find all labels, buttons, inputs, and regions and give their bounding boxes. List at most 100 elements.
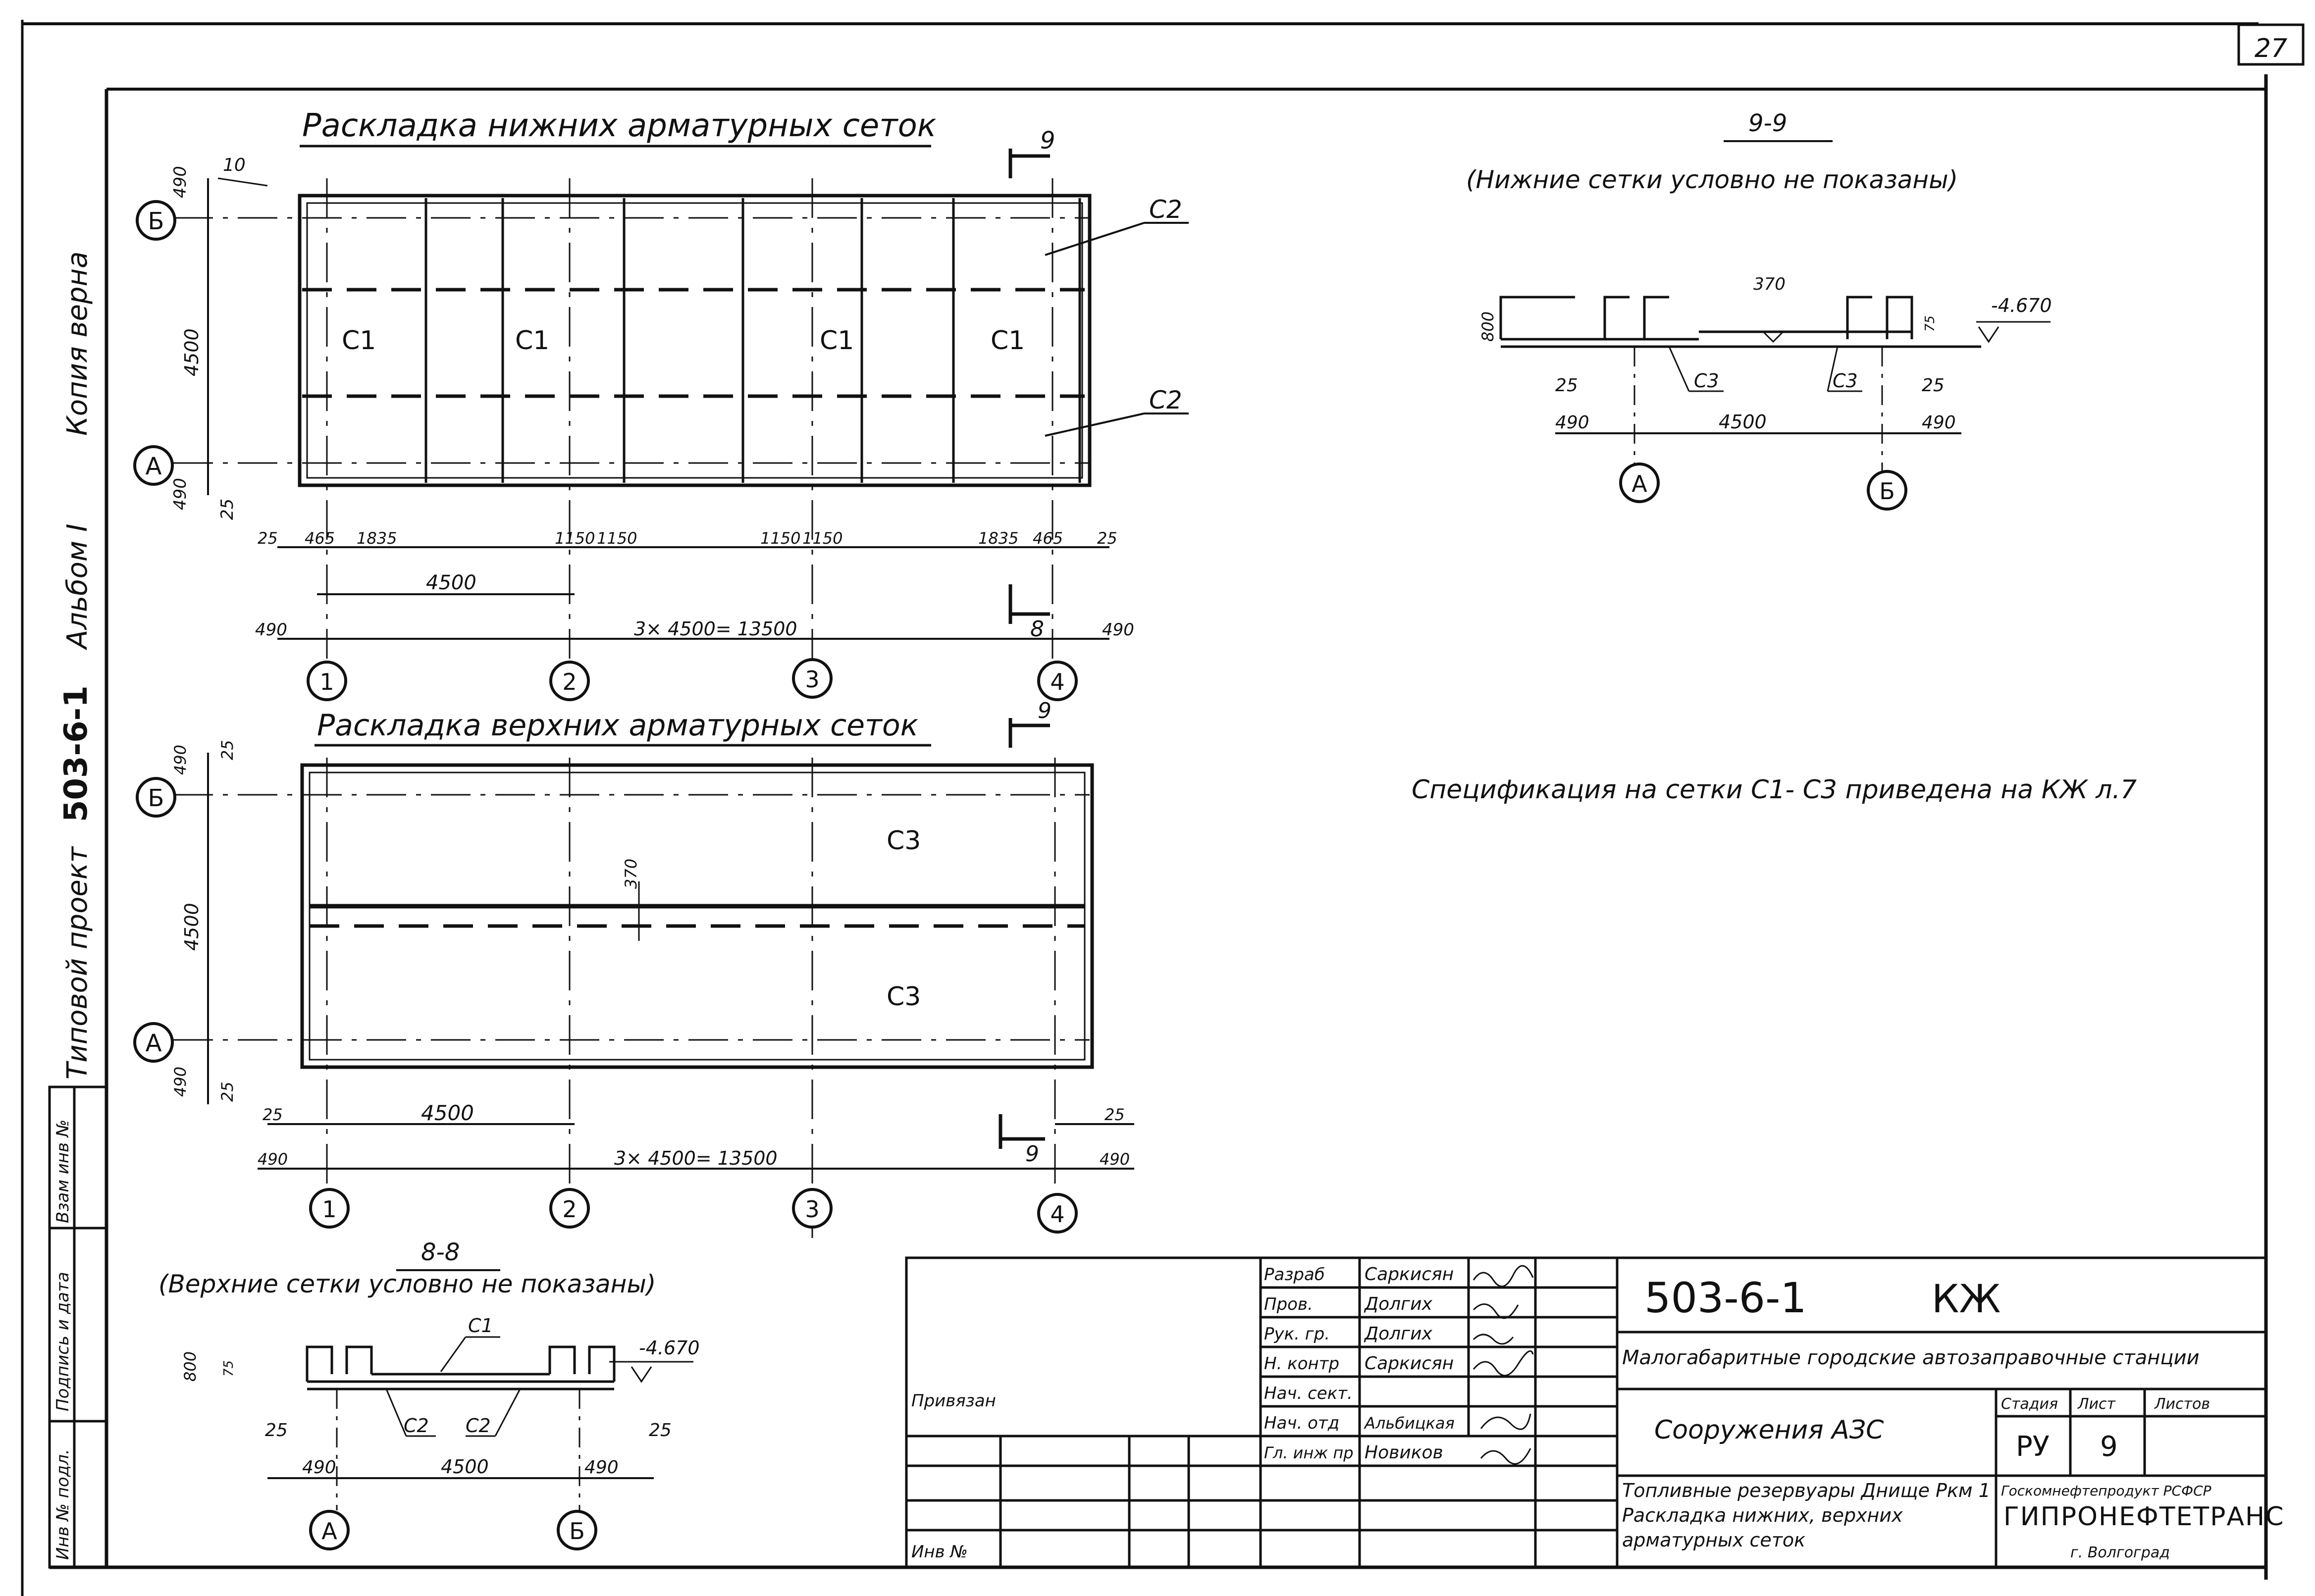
- role-label: Нач. отд: [1264, 1413, 1339, 1433]
- sheet-title: Топливные резервуары Днище Ркм 1 Расклад…: [1622, 1480, 1991, 1551]
- copy-note: Копия верна: [61, 252, 94, 436]
- dim-total: 3× 4500= 13500: [634, 618, 797, 640]
- mesh-label: С1: [342, 326, 376, 356]
- axis-label: А: [1631, 470, 1647, 497]
- section-dim: 4500: [1719, 411, 1767, 433]
- stage-label: Стадия: [2001, 1395, 2058, 1413]
- dim-label: 465: [1033, 529, 1063, 548]
- album-label: Альбом I: [61, 524, 94, 650]
- dim-label: 25: [218, 740, 237, 760]
- org-city: г. Волгоград: [2070, 1544, 2170, 1561]
- project-name: Малогабаритные городские автозаправочные…: [1622, 1346, 2200, 1369]
- dim-label: 465: [305, 529, 335, 548]
- spec-note: Спецификация на сетки С1- С3 приведена н…: [1412, 775, 2137, 805]
- axis-label: А: [146, 1030, 162, 1057]
- mesh-label: С1: [820, 326, 854, 356]
- column-axes-upper: [309, 1188, 1078, 1234]
- role-name: Долгих: [1364, 1294, 1432, 1314]
- role-name: Саркисян: [1365, 1353, 1454, 1374]
- role-name: Саркисян: [1365, 1264, 1454, 1285]
- dim-label: 1150: [802, 529, 842, 548]
- dim-end: 490: [1102, 620, 1134, 640]
- dim-label: 1835: [357, 529, 397, 548]
- section-dim: 490: [302, 1457, 336, 1478]
- signatures: [1473, 1265, 1534, 1465]
- section-label: С1: [468, 1315, 493, 1337]
- axis-label: 4: [1050, 669, 1064, 695]
- axis-label: 1: [319, 669, 334, 695]
- section-mark: 8: [1030, 617, 1044, 642]
- role-name: Долгих: [1364, 1324, 1432, 1344]
- section-note: (Нижние сетки условно не показаны): [1466, 165, 1958, 194]
- org-name: ГИПРОНЕФТЕТРАНС: [2003, 1502, 2284, 1532]
- dim-total: 3× 4500= 13500: [614, 1147, 778, 1169]
- project-label: Типовой проект: [61, 846, 94, 1080]
- axis-label: Б: [148, 784, 164, 812]
- dim-end: 25: [1105, 1105, 1125, 1124]
- plan-upper-meshes: Раскладка верхних арматурных сеток С3 С3…: [133, 698, 1134, 1238]
- section-label: С2: [466, 1415, 491, 1437]
- role-label: Разраб: [1264, 1265, 1325, 1285]
- section-dim: 4500: [441, 1456, 489, 1478]
- section-dim: 25: [649, 1420, 672, 1441]
- section-dim: 490: [584, 1457, 619, 1478]
- role-label: Пров.: [1264, 1294, 1313, 1314]
- title-block: [905, 1256, 2267, 1569]
- callout-c2: С2: [1149, 386, 1182, 414]
- section-9-9: 9-9 (Нижние сетки условно не показаны) -…: [1466, 109, 2052, 511]
- level-mark: -4.670: [1991, 295, 2052, 316]
- dim-label: 4500: [181, 328, 203, 376]
- section-mark: 9: [1025, 1141, 1039, 1167]
- mesh-label: С3: [887, 982, 921, 1012]
- title-roles: Разраб Саркисян Пров. Долгих Рук. гр. До…: [1264, 1264, 1455, 1463]
- mesh-label: С1: [991, 326, 1025, 356]
- plan-lower-title: Раскладка нижних арматурных сеток: [302, 107, 937, 144]
- role-label: Рук. гр.: [1264, 1324, 1330, 1344]
- axis-bubble-b: [136, 200, 176, 241]
- sheet-value: 9: [2100, 1431, 2118, 1463]
- stage-value: РУ: [2016, 1431, 2050, 1463]
- section-dim: 370: [1753, 274, 1786, 294]
- section-label: С3: [1694, 370, 1719, 392]
- structure-name: Сооружения АЗС: [1654, 1415, 1884, 1445]
- dim-label: 490: [171, 745, 190, 775]
- dim-end: 490: [1100, 1150, 1130, 1169]
- section-dim: 25: [265, 1420, 288, 1441]
- stamp-strip: [48, 1085, 108, 1569]
- doc-code: 503-6-1: [1644, 1274, 1807, 1322]
- dim-mid: 370: [622, 859, 640, 889]
- column-axes-lower: [307, 658, 1078, 701]
- role-name: Новиков: [1365, 1442, 1443, 1463]
- stamp-sign-label: Подпись и дата: [53, 1272, 73, 1411]
- dim-label: 25: [258, 529, 278, 548]
- stamp-replace-label: Взам инв №: [53, 1120, 73, 1223]
- dim-label: 1150: [555, 529, 595, 548]
- sheets-label: Листов: [2154, 1395, 2210, 1413]
- section-title: 9-9: [1748, 109, 1787, 137]
- section-note: (Верхние сетки условно не показаны): [158, 1270, 656, 1298]
- section-dim: 75: [1923, 315, 1938, 332]
- dim-label: 490: [170, 166, 190, 198]
- stamp-inv-label: Инв № подл.: [53, 1449, 73, 1560]
- axis-label: 4: [1050, 1201, 1064, 1228]
- dim-span: 4500: [426, 571, 476, 594]
- section-dim: 25: [1555, 375, 1578, 396]
- dim-label: 490: [170, 478, 190, 510]
- axis-label: 3: [805, 666, 819, 693]
- dim-span: 4500: [421, 1101, 474, 1125]
- dim-label: 25: [217, 499, 237, 520]
- dim-label: 490: [171, 1067, 190, 1097]
- level-mark: -4.670: [639, 1337, 700, 1359]
- org-parent: Госкомнефтепродукт РСФСР: [2001, 1483, 2211, 1499]
- section-dim: 75: [221, 1360, 236, 1377]
- sheet-label: Лист: [2077, 1395, 2116, 1413]
- callout-c2: С2: [1149, 195, 1182, 224]
- mesh-label: С3: [887, 826, 921, 856]
- project-code: 503-6-1: [58, 685, 95, 822]
- axis-label: Б: [569, 1518, 585, 1545]
- axis-label: А: [146, 453, 162, 480]
- dim-end: 490: [258, 1150, 288, 1169]
- dim-label: 25: [218, 1081, 237, 1102]
- section-dim: 800: [1478, 311, 1497, 342]
